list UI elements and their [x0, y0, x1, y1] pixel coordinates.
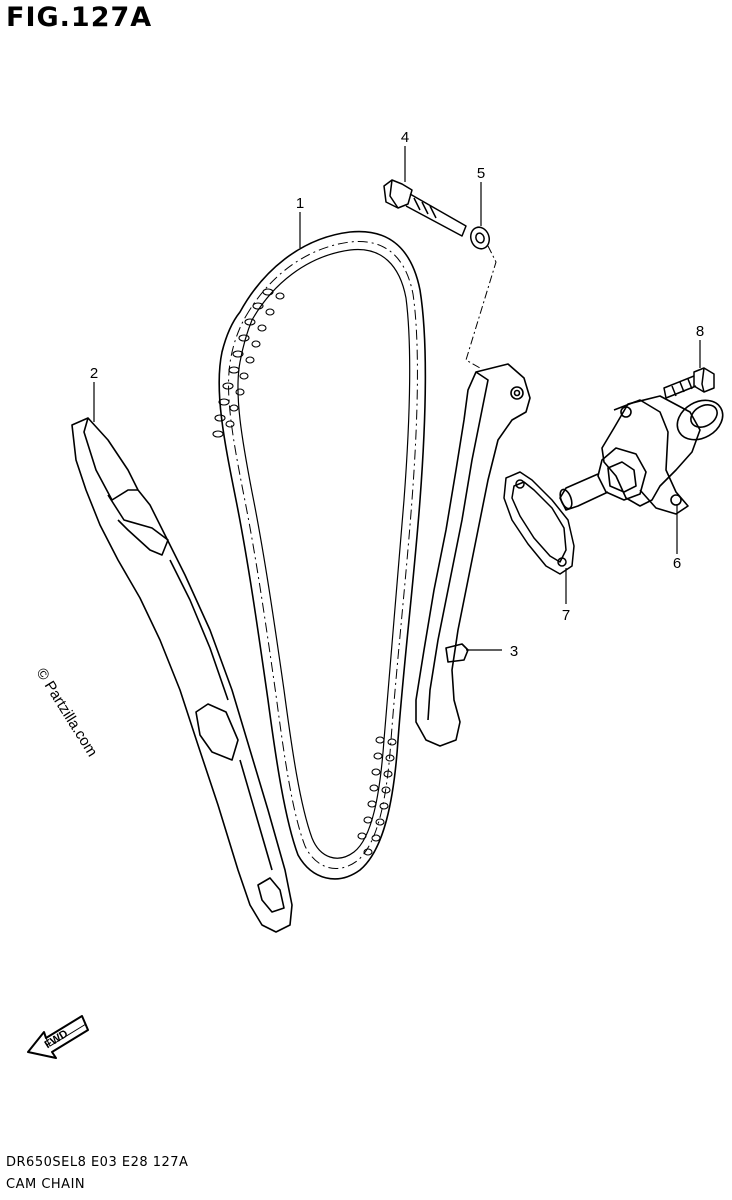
callout-5: 5 [477, 165, 485, 182]
callout-3: 3 [510, 643, 518, 660]
callout-1: 1 [296, 195, 304, 212]
watermark-text: © Partzilla.com [33, 665, 101, 760]
callout-7: 7 [562, 607, 570, 624]
chain-tensioner-guide-part-3 [415, 363, 531, 747]
fwd-arrow: FWD [27, 1015, 89, 1059]
figure-name: CAM CHAIN [6, 1177, 86, 1192]
chain-guide-part-2 [71, 417, 293, 933]
washer-part-5 [469, 226, 491, 250]
gasket-part-7 [503, 471, 575, 575]
fwd-arrow-shape [27, 1015, 89, 1059]
leader-lines [93, 146, 701, 651]
tensioner-adjuster-part-6 [559, 395, 724, 515]
figure-code: DR650SEL8 E03 E28 127A [6, 1155, 189, 1170]
callout-6: 6 [673, 555, 681, 572]
figure-title: FIG.127A [6, 2, 153, 33]
alignment-dash-line [465, 245, 497, 369]
cam-chain-part-1 [212, 230, 427, 880]
bolt-part-8 [663, 367, 715, 399]
callout-4: 4 [401, 129, 409, 146]
callout-8: 8 [696, 323, 704, 340]
callout-2: 2 [90, 365, 98, 382]
bolt-part-4 [383, 179, 467, 237]
